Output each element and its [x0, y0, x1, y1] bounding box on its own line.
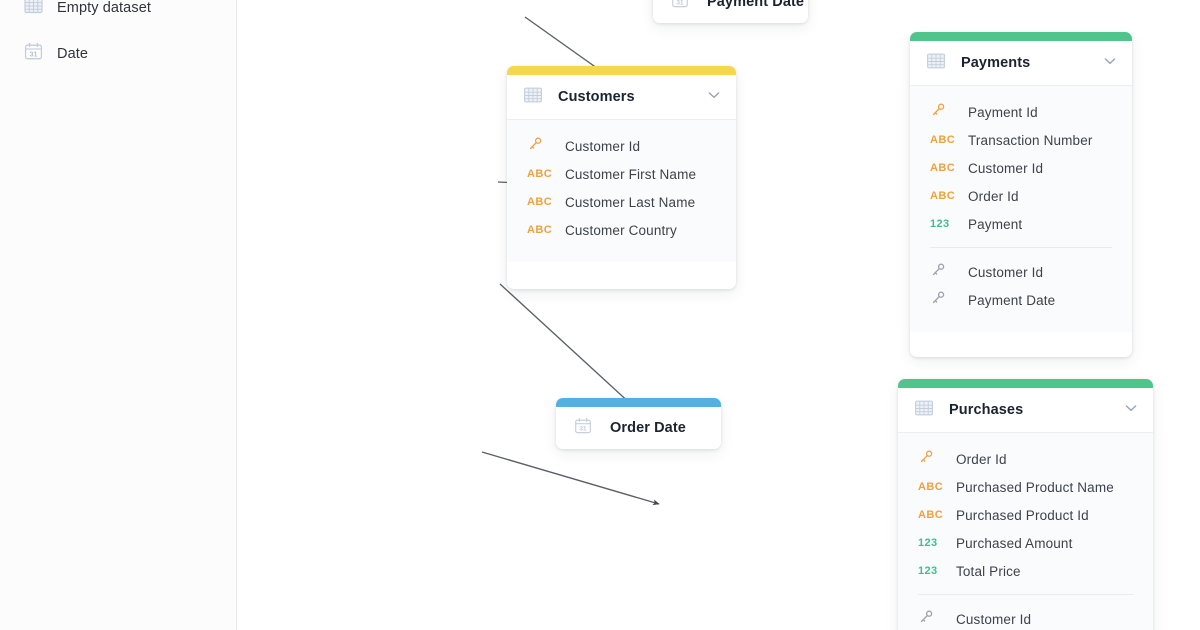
field-label: Payment Id: [968, 104, 1038, 120]
table-field-row[interactable]: ABC Order Id: [910, 182, 1132, 210]
calendar-icon: 31: [671, 0, 689, 14]
type-text-icon: ABC: [527, 195, 553, 208]
field-label: Purchased Product Id: [956, 507, 1089, 523]
type-text-icon: ABC: [527, 223, 553, 236]
edge-order-date-to-purchases: [481, 451, 660, 506]
field-label: Customer Id: [968, 264, 1044, 280]
calendar-icon: 31: [24, 42, 43, 66]
grid-table-icon: [927, 52, 945, 75]
sidebar-item-empty-dataset[interactable]: Empty dataset: [24, 0, 151, 20]
grid-table-icon: [524, 86, 542, 109]
field-label: Transaction Number: [968, 132, 1093, 148]
date-card-title: Order Date: [610, 420, 686, 436]
table-header[interactable]: Purchases: [898, 388, 1153, 432]
field-label: Purchased Product Name: [956, 479, 1114, 495]
grid-table-icon: [915, 399, 933, 422]
sidebar-item-label: Date: [57, 46, 89, 62]
type-number-icon: 123: [930, 217, 950, 230]
table-field-row[interactable]: 123 Purchased Amount: [898, 529, 1153, 557]
sidebar-item-date[interactable]: 31 Date: [24, 42, 88, 66]
field-label: Purchased Amount: [956, 535, 1073, 551]
type-text-icon: ABC: [930, 189, 956, 202]
key-primary-icon: [918, 449, 934, 470]
type-text-icon: ABC: [918, 480, 944, 493]
key-primary-icon: [527, 136, 543, 157]
table-field-row[interactable]: ABC Purchased Product Id: [898, 501, 1153, 529]
chevron-down-icon[interactable]: [1102, 53, 1118, 74]
table-color-stripe: [898, 379, 1153, 388]
field-label: Payment: [968, 216, 1023, 232]
table-field-row[interactable]: Payment Id: [910, 98, 1132, 126]
table-field-row[interactable]: 123 Payment: [910, 210, 1132, 238]
table-relation-field-row[interactable]: Customer Id: [910, 258, 1132, 286]
chevron-down-icon[interactable]: [706, 87, 722, 108]
date-card-header[interactable]: 31 Order Date: [556, 407, 721, 449]
field-label: Total Price: [956, 563, 1021, 579]
field-group-divider: [930, 247, 1112, 248]
svg-text:31: 31: [677, 0, 684, 6]
date-card-title: Payment Date: [707, 0, 805, 10]
field-label: Customer Id: [968, 160, 1044, 176]
field-label: Order Id: [968, 188, 1019, 204]
sidebar-item-label: Empty dataset: [57, 0, 151, 16]
date-color-stripe: [556, 398, 721, 407]
key-secondary-icon: [918, 609, 934, 630]
field-label: Order Id: [956, 451, 1007, 467]
type-text-icon: ABC: [918, 508, 944, 521]
table-field-row[interactable]: ABC Customer Last Name: [507, 188, 736, 216]
table-field-row[interactable]: ABC Customer Id: [910, 154, 1132, 182]
date-card-order-date[interactable]: 31 Order Date: [556, 398, 721, 449]
key-primary-icon: [930, 102, 946, 123]
field-label: Customer Id: [565, 138, 641, 154]
date-card-header[interactable]: 31 Payment Date: [653, 0, 808, 23]
grid-table-icon: [24, 0, 43, 20]
calendar-icon: 31: [574, 417, 592, 440]
table-header[interactable]: Customers: [507, 75, 736, 119]
key-secondary-icon: [930, 262, 946, 283]
table-field-row[interactable]: Customer Id: [507, 132, 736, 160]
chevron-down-icon[interactable]: [1123, 400, 1139, 421]
type-number-icon: 123: [918, 564, 938, 577]
field-label: Customer Id: [956, 611, 1032, 627]
table-title: Payments: [961, 55, 1031, 71]
key-secondary-icon: [930, 290, 946, 311]
table-title: Customers: [558, 89, 635, 105]
field-label: Payment Date: [968, 292, 1056, 308]
type-text-icon: ABC: [527, 167, 553, 180]
field-group-divider: [918, 594, 1133, 595]
table-title: Purchases: [949, 402, 1024, 418]
table-field-row[interactable]: Order Id: [898, 445, 1153, 473]
table-field-row[interactable]: 123 Total Price: [898, 557, 1153, 585]
field-label: Customer First Name: [565, 166, 697, 182]
svg-text:31: 31: [580, 425, 587, 432]
table-field-row[interactable]: ABC Customer First Name: [507, 160, 736, 188]
date-card-payment-date[interactable]: 31 Payment Date: [653, 0, 808, 23]
table-color-stripe: [507, 66, 736, 75]
type-text-icon: ABC: [930, 161, 956, 174]
type-number-icon: 123: [918, 536, 938, 549]
sidebar: Empty dataset 31 Date: [0, 0, 237, 630]
table-header[interactable]: Payments: [910, 41, 1132, 85]
field-label: Customer Last Name: [565, 194, 696, 210]
table-relation-field-row[interactable]: Customer Id: [898, 605, 1153, 630]
table-field-row[interactable]: ABC Purchased Product Name: [898, 473, 1153, 501]
table-color-stripe: [910, 32, 1132, 41]
type-text-icon: ABC: [930, 133, 956, 146]
table-field-row[interactable]: ABC Transaction Number: [910, 126, 1132, 154]
table-field-row[interactable]: ABC Customer Country: [507, 216, 736, 244]
table-relation-field-row[interactable]: Payment Date: [910, 286, 1132, 314]
field-label: Customer Country: [565, 222, 677, 238]
svg-text:31: 31: [30, 51, 38, 58]
